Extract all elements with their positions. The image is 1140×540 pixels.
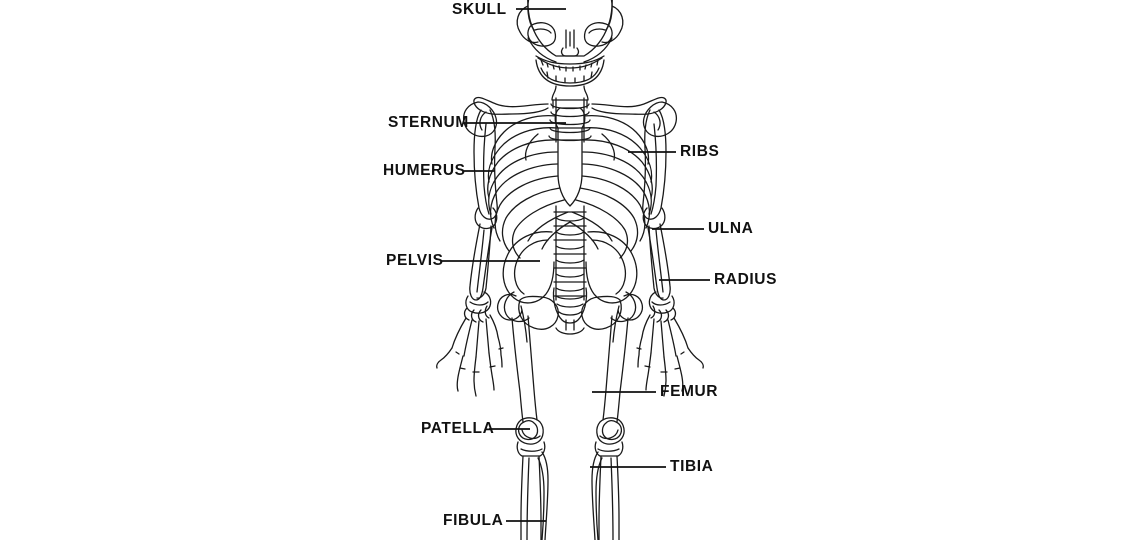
left-leg-group: [496, 293, 549, 540]
label-fibula: FIBULA: [443, 512, 504, 529]
label-femur: FEMUR: [660, 383, 719, 400]
ribcage-group: [487, 107, 653, 259]
label-pelvis: PELVIS: [386, 252, 444, 269]
cervical-spine-group: [548, 85, 592, 143]
lumbar-spine-group: [553, 205, 587, 301]
label-humerus: HUMERUS: [383, 162, 466, 179]
label-skull: SKULL: [452, 1, 507, 18]
skull-group: [516, 0, 624, 87]
leader-lines-group: [441, 8, 710, 522]
label-sternum: STERNUM: [388, 114, 469, 131]
label-patella: PATELLA: [421, 420, 495, 437]
clavicle-group: [462, 96, 678, 138]
pelvis-group: [502, 231, 638, 335]
left-arm-group: [436, 109, 504, 397]
label-ulna: ULNA: [708, 220, 754, 237]
label-radius: RADIUS: [714, 271, 778, 288]
label-ribs: RIBS: [680, 143, 720, 160]
label-tibia: TIBIA: [670, 458, 714, 475]
